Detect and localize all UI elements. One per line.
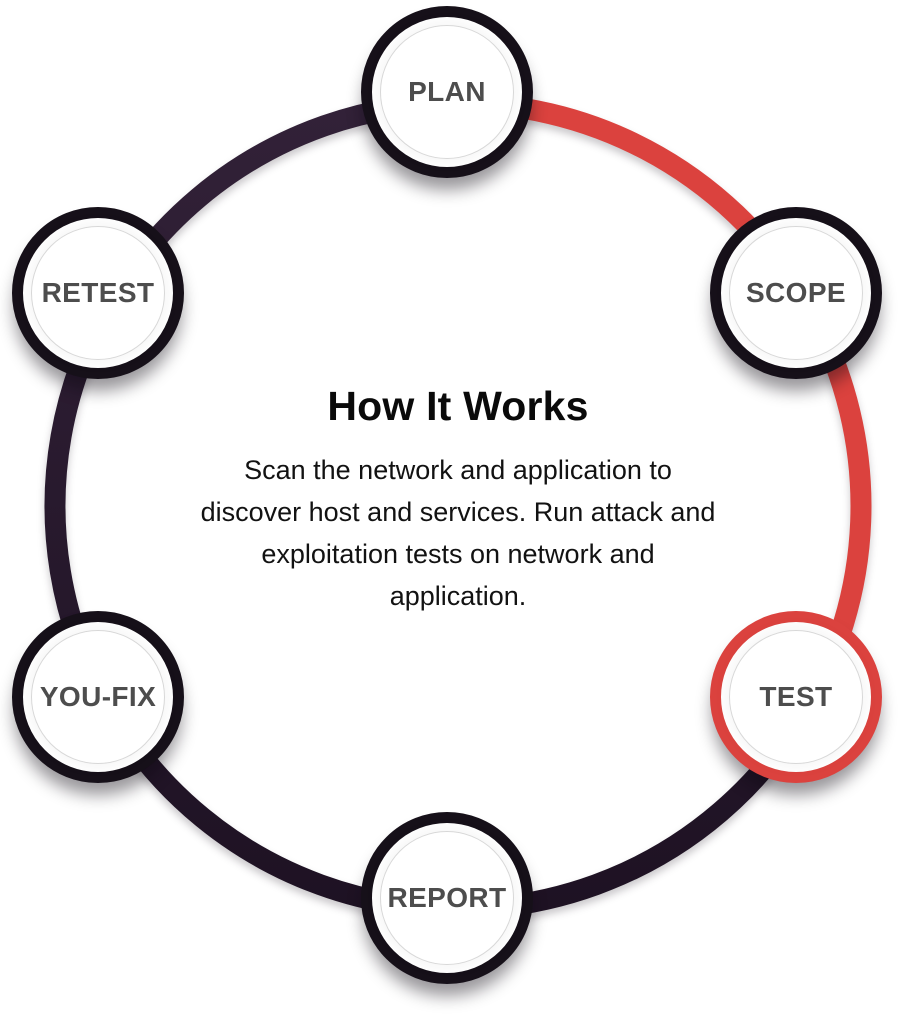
node-inner-ring: SCOPE [729,226,863,360]
diagram-title: How It Works [327,383,589,429]
diagram-description: Scan the network and application to disc… [200,455,716,611]
center-text-block: How It Works Scan the network and applic… [178,383,738,618]
cycle-node-plan[interactable]: PLAN [361,6,533,178]
cycle-node-retest[interactable]: RETEST [12,207,184,379]
node-inner-ring: YOU-FIX [31,630,165,764]
cycle-node-you-fix[interactable]: YOU-FIX [12,611,184,783]
cycle-node-scope[interactable]: SCOPE [710,207,882,379]
node-label: YOU-FIX [39,681,157,712]
node-inner-ring: PLAN [380,25,514,159]
node-label: PLAN [408,76,486,107]
node-inner-ring: RETEST [31,226,165,360]
node-inner-ring: REPORT [380,831,514,965]
node-label: REPORT [387,882,507,913]
node-inner-ring: TEST [729,630,863,764]
cycle-node-report[interactable]: REPORT [361,812,533,984]
node-label: SCOPE [745,277,847,308]
cycle-node-test[interactable]: TEST [710,611,882,783]
node-label: RETEST [41,277,155,308]
node-label: TEST [759,681,833,712]
